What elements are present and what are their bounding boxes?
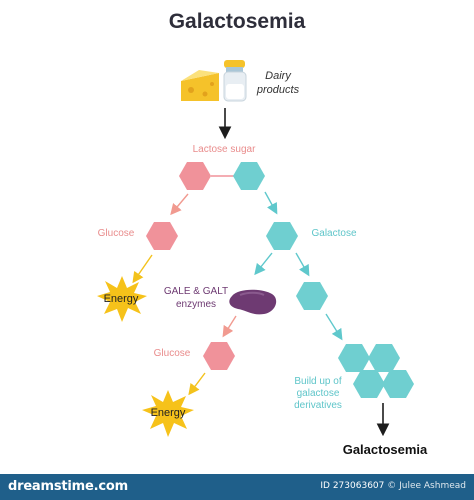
cheese-icon [181,70,219,101]
enzyme-to-glucose-arrow [222,315,237,338]
glucose-label-2: Glucose [154,348,191,359]
galactose-hexagon-2 [296,282,328,310]
energy-label-2: Energy [151,407,186,419]
glucose-hexagon-2 [203,342,235,370]
result-label: Galactosemia [343,442,428,457]
glucose-to-energy-arrow-2 [188,372,206,396]
galactose-cluster [338,344,414,398]
lactose-galactose-hexagon [233,162,265,190]
lactose-sugar-label: Lactose sugar [193,144,256,155]
page-title: Galactosemia [168,10,306,33]
image-id: ID 273063607 [320,481,385,491]
enzymes-label-line1: GALE & GALT [164,286,228,297]
galactose-label: Galactose [311,228,356,239]
dairy-products-label-line2: products [256,84,300,96]
energy-burst-2 [142,390,194,437]
galactose-to-next-arrow [295,252,310,277]
galactose-to-enzyme-arrow [254,252,273,276]
galactose-hexagon [266,222,298,250]
brand-logo: dreamstime.com [8,479,128,494]
buildup-label-line1: Build up of [294,376,341,387]
buildup-label-line2: galactose [297,388,340,399]
enzyme-highlight [239,291,265,296]
enzymes-label-line2: enzymes [176,299,216,310]
footer-credit: ID 273063607 © Julee Ashmead [320,481,466,491]
enzyme-icon [229,289,277,315]
glucose-to-energy-arrow-1 [132,254,153,284]
glucose-label-1: Glucose [98,228,135,239]
footer-bar: dreamstime.com ID 273063607 © Julee Ashm… [0,474,474,500]
energy-burst-1 [97,276,147,322]
lactose-glucose-hexagon [179,162,211,190]
dairy-products-label-line1: Dairy [265,70,292,82]
energy-label-1: Energy [104,293,139,305]
milk-bottle-icon [223,60,247,102]
lactose-to-galactose-arrow [264,191,278,215]
lactose-to-glucose-arrow [170,193,189,216]
author-credit: © Julee Ashmead [387,481,466,491]
glucose-hexagon-1 [146,222,178,250]
buildup-label-line3: derivatives [294,400,342,411]
galactose-to-buildup-arrow [325,313,343,341]
